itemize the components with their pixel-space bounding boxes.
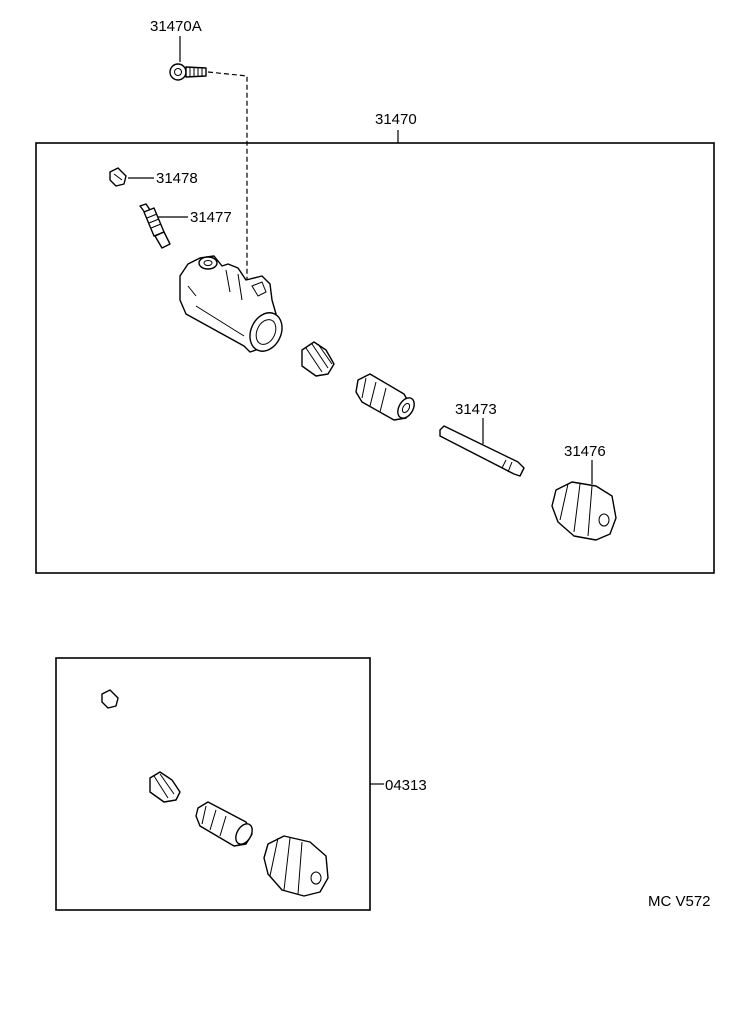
cylinder-assembly-box xyxy=(35,142,715,574)
bleeder-plug-part xyxy=(139,203,171,249)
bleeder-cap-part xyxy=(109,167,127,187)
boot-part xyxy=(551,481,617,541)
push-rod-part xyxy=(439,425,525,477)
union-bolt-part xyxy=(169,63,207,81)
diagram-code: MC V572 xyxy=(648,893,711,910)
label-31478: 31478 xyxy=(156,170,198,187)
piston-part xyxy=(355,373,415,421)
kit-piston-part xyxy=(195,801,253,847)
piston-cup-part xyxy=(301,341,335,377)
label-31470a: 31470A xyxy=(150,18,202,35)
label-31470: 31470 xyxy=(375,111,417,128)
label-31476: 31476 xyxy=(564,443,606,460)
label-31473: 31473 xyxy=(455,401,497,418)
kit-boot-part xyxy=(263,835,329,897)
kit-piston-cup-part xyxy=(149,771,181,803)
label-04313: 04313 xyxy=(385,777,427,794)
cylinder-body-part xyxy=(179,255,283,353)
kit-bleeder-cap-part xyxy=(101,689,119,709)
label-31477: 31477 xyxy=(190,209,232,226)
